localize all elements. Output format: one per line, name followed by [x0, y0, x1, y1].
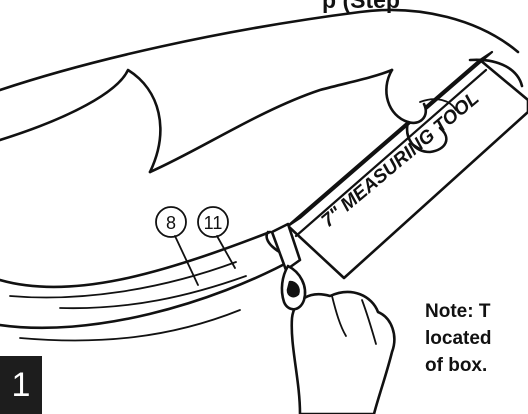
note-line: located: [425, 325, 492, 352]
callout-number-8: 8: [166, 213, 176, 233]
note-line: Note: T: [425, 298, 492, 325]
note-text: Note: T located of box.: [425, 298, 492, 379]
step-number-badge: 1: [0, 356, 42, 414]
callout-number-11: 11: [204, 213, 223, 233]
note-line: of box.: [425, 352, 492, 379]
measuring-tool-label: 7" MEASURING TOOL: [318, 88, 484, 232]
